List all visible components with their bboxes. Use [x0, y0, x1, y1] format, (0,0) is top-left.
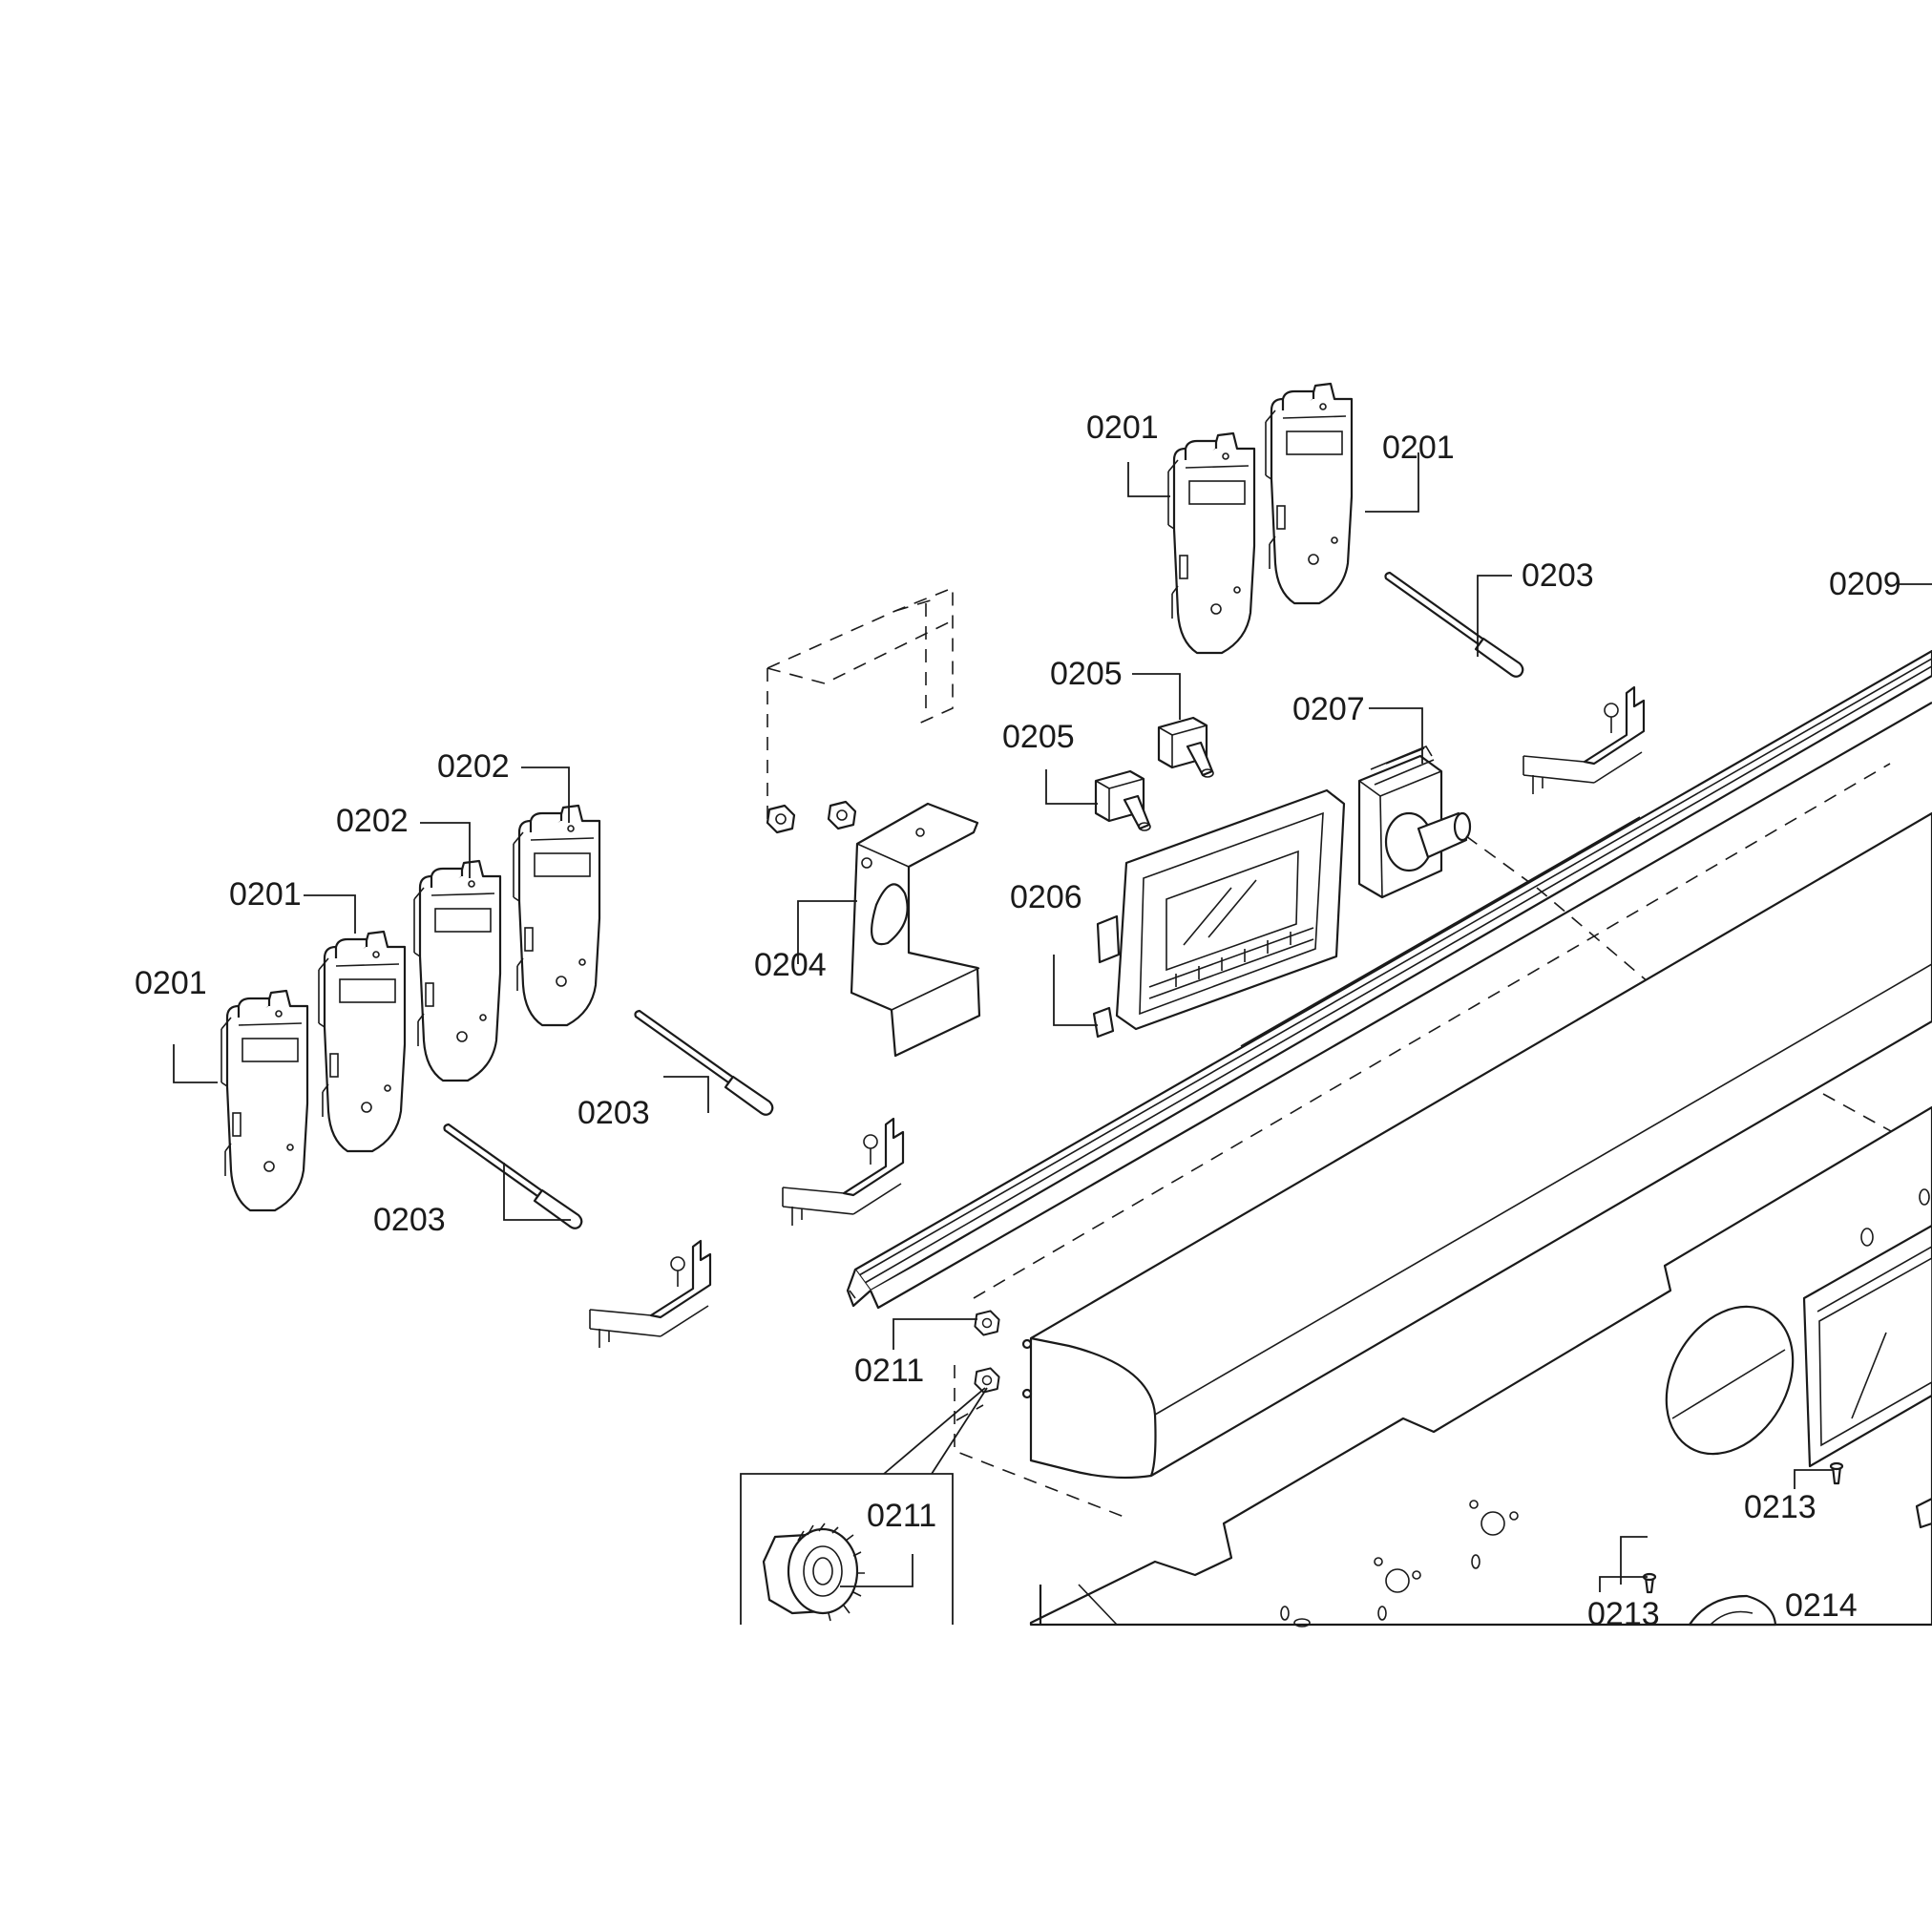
label-0214: 0214: [1785, 1587, 1858, 1624]
rod-0203-upper: [1384, 571, 1524, 678]
label-0213: 0213: [1744, 1489, 1816, 1525]
module-0201-left-2: [317, 930, 407, 1153]
label-0203: 0203: [1522, 557, 1594, 594]
module-0202-left-2: [512, 804, 601, 1027]
control-panel-housing: [1021, 811, 1932, 1480]
bracket-0204: [850, 802, 981, 1058]
nut-0211-upper: [974, 1310, 1000, 1336]
front-fascia-panel: [1029, 1105, 1932, 1628]
clip-bracket-middle: [781, 1117, 905, 1228]
label-0203: 0203: [578, 1095, 650, 1131]
label-0201: 0201: [229, 876, 302, 913]
clip-bracket-upper: [1522, 685, 1646, 796]
label-0203: 0203: [373, 1202, 446, 1238]
screw-far-right: [1915, 1497, 1932, 1529]
knob-0214: [1688, 1594, 1777, 1627]
label-0201: 0201: [1086, 410, 1159, 446]
toggle-switch-0205-lower: [1094, 769, 1152, 832]
module-0202-left-1: [412, 859, 502, 1082]
leader-lines: [173, 452, 1932, 1592]
module-0201-left-1: [220, 989, 309, 1212]
label-0213: 0213: [1587, 1596, 1660, 1632]
label-0207: 0207: [1292, 691, 1365, 727]
clip-bracket-left: [588, 1239, 712, 1350]
label-0209: 0209: [1829, 566, 1901, 602]
cover-bracket-dashed: [766, 586, 954, 822]
nut-left: [766, 804, 796, 834]
display-board-0206: [1092, 788, 1346, 1039]
assembly-guidelines: [954, 763, 1900, 1519]
rod-0203-middle: [634, 1009, 774, 1116]
flange-nut-0211-detail: [762, 1522, 865, 1622]
module-0201-upper-1: [1166, 431, 1256, 655]
label-0201: 0201: [1382, 430, 1455, 466]
screw-0213-right: [1829, 1461, 1844, 1485]
toggle-switch-0205-upper: [1157, 716, 1215, 779]
detail-inset-box: [740, 1387, 988, 1625]
label-0211: 0211: [854, 1353, 924, 1389]
selector-switch-0207: [1357, 745, 1538, 899]
label-0202: 0202: [336, 803, 409, 839]
trim-rail-0209: [846, 649, 1932, 1310]
nut-right: [827, 800, 857, 830]
module-0201-upper-2: [1264, 382, 1354, 605]
rod-0203-left: [443, 1123, 583, 1229]
label-0205: 0205: [1050, 656, 1123, 692]
label-0204: 0204: [754, 947, 827, 983]
label-0211: 0211: [867, 1498, 936, 1534]
label-0206: 0206: [1010, 879, 1082, 915]
label-0205: 0205: [1002, 719, 1075, 755]
label-0202: 0202: [437, 748, 510, 785]
screw-0213-left: [1642, 1572, 1657, 1594]
label-0201: 0201: [135, 965, 207, 1001]
